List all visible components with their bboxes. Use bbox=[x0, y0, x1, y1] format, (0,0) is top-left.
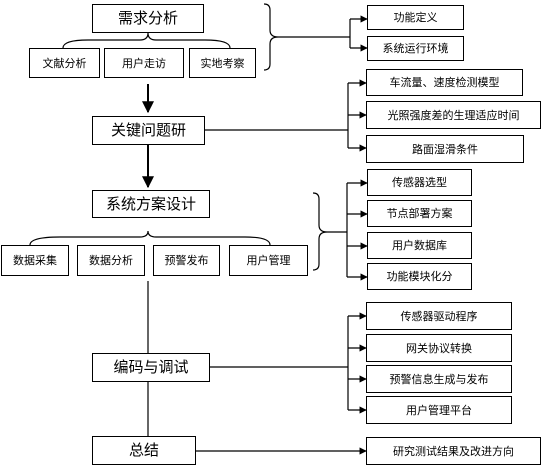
stage-总结: 总结 bbox=[92, 436, 196, 465]
child-用户管理: 用户管理 bbox=[229, 245, 308, 276]
output-功能定义: 功能定义 bbox=[367, 5, 464, 30]
output-节点部署方案: 节点部署方案 bbox=[367, 200, 472, 227]
stage-编码与调试: 编码与调试 bbox=[92, 353, 210, 382]
brace-stage1-children bbox=[62, 32, 231, 49]
output-预警信息生成与发布: 预警信息生成与发布 bbox=[366, 365, 512, 393]
child-数据采集: 数据采集 bbox=[1, 245, 69, 276]
stage-关键问题研: 关键问题研 bbox=[92, 116, 205, 145]
child-数据分析: 数据分析 bbox=[77, 245, 145, 276]
output-路面湿滑条件: 路面湿滑条件 bbox=[366, 135, 524, 163]
child-用户走访: 用户走访 bbox=[104, 48, 184, 78]
child-预警发布: 预警发布 bbox=[153, 245, 220, 276]
brace-stage1-outputs bbox=[263, 3, 279, 71]
output-系统运行环境: 系统运行环境 bbox=[367, 36, 464, 61]
output-车流量速度检测模型: 车流量、速度检测模型 bbox=[366, 69, 523, 96]
output-光照强度差的生理适应时间: 光照强度差的生理适应时间 bbox=[366, 101, 541, 129]
output-传感器驱动程序: 传感器驱动程序 bbox=[366, 302, 512, 330]
stage-系统方案设计: 系统方案设计 bbox=[92, 190, 210, 218]
output-功能模块化分: 功能模块化分 bbox=[367, 263, 472, 290]
brace-stage3-children bbox=[29, 230, 271, 246]
stage-需求分析: 需求分析 bbox=[92, 4, 204, 33]
child-文献分析: 文献分析 bbox=[29, 48, 100, 78]
output-用户数据库: 用户数据库 bbox=[367, 232, 472, 259]
brace-stage3-outputs bbox=[312, 192, 328, 271]
output-传感器选型: 传感器选型 bbox=[367, 169, 472, 196]
child-实地考察: 实地考察 bbox=[189, 48, 256, 78]
output-网关协议转换: 网关协议转换 bbox=[366, 334, 512, 362]
output-研究测试结果及改进方向: 研究测试结果及改进方向 bbox=[366, 437, 541, 465]
output-用户管理平台: 用户管理平台 bbox=[366, 396, 512, 424]
